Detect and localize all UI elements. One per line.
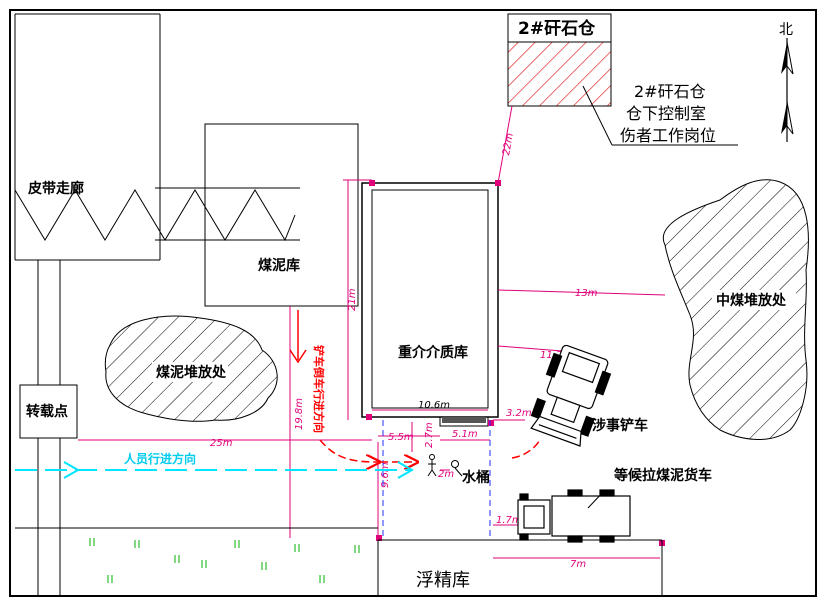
dim-5-5m: 5.5m: [388, 432, 414, 443]
dim-2m: 2m: [438, 469, 454, 480]
belt-corridor-zigzag: [14, 189, 296, 242]
dim-22m: 22m: [501, 132, 516, 156]
transfer-point-label: 转载点: [26, 403, 68, 420]
dim-21m: 21m: [347, 288, 358, 311]
water-bucket-label: 水桶: [462, 469, 490, 486]
slime-storage-building: [204, 123, 359, 307]
person-route-label: 人员行进方向: [124, 451, 196, 466]
gangue-bin: [507, 13, 612, 107]
water-bucket-leader: [454, 467, 463, 477]
loader-route-start: [511, 439, 541, 459]
waiting-truck-label: 等候拉煤泥货车: [614, 467, 712, 484]
dense-medium-storage: [361, 182, 499, 418]
clean-coal-storage-label: 浮精库: [416, 570, 470, 591]
accident-loader-label: 涉事铲车: [592, 417, 648, 434]
upper-left-structures: [14, 13, 300, 596]
truck-leader: [587, 489, 606, 509]
control-room-line3: 伤者工作岗位: [620, 126, 716, 145]
dim-7m: 7m: [570, 559, 586, 570]
dim-3-2m: 3.2m: [506, 408, 532, 419]
dim-25m: 25m: [210, 438, 233, 449]
dim-5-1m: 5.1m: [452, 429, 478, 440]
loader-route-arrow: [289, 349, 307, 364]
dim-13m: 13m: [575, 288, 598, 299]
loader-route-curve: [319, 439, 378, 462]
water-bucket-icon: [451, 460, 459, 468]
drawing-frame: [9, 9, 817, 597]
person-icon: [427, 454, 437, 477]
person-route-arrow-2: [397, 461, 415, 479]
blue-dashed-guides: [382, 420, 491, 540]
dense-medium-storage-inner: [371, 189, 489, 409]
transfer-point: [19, 384, 78, 439]
leader-line: [582, 85, 613, 146]
slime-stack-label: 煤泥堆放处: [156, 364, 227, 381]
dim-1-7m: 1.7m: [496, 515, 522, 526]
dim-9-6m: 9.6m: [380, 462, 391, 488]
dim-10-6m: 10.6m: [418, 400, 450, 411]
control-room-line2: 仓下控制室: [626, 104, 706, 123]
loader-route-label: 铲车倒车行进方向: [312, 345, 326, 433]
belt-corridor-label: 皮带走廊: [27, 180, 84, 197]
dense-medium-storage-label: 重介介质库: [398, 344, 468, 361]
north-label: 北: [779, 22, 793, 38]
gangue-bin-label: 2#矸石仓: [518, 18, 596, 39]
slime-storage-label: 煤泥库: [258, 257, 300, 274]
truck-icon: [517, 489, 631, 543]
middling-stack-label: 中煤堆放处: [716, 292, 787, 309]
control-room-line1: 2#矸石仓: [634, 82, 706, 101]
dim-19-8m: 19.8m: [294, 398, 305, 430]
door-sill: [442, 417, 486, 423]
person-route-arrow-1: [63, 461, 81, 479]
dim-2-7m: 2.7m: [424, 422, 435, 448]
grass-marks: [89, 538, 360, 583]
loader-vehicle-icon: [530, 344, 612, 447]
north-arrow-icon: [781, 38, 794, 142]
